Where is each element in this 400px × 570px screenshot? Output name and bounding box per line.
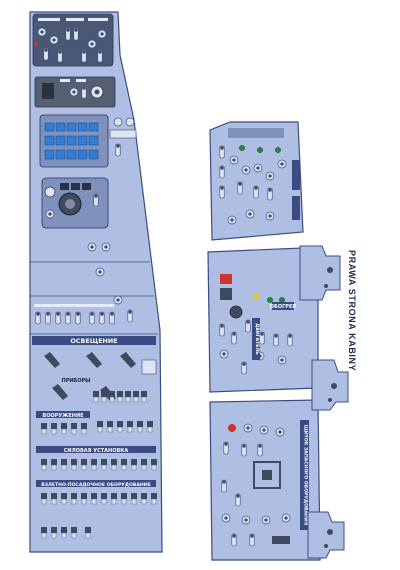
label-shitok: ЩИТОК ЗАПАСНОГО ОБОРУДОВАНИЯ [303,425,309,526]
label-obogrev: ОБОГРЕВ [270,304,297,310]
label-dvigatel: ДВИГАТЕЛЬ [254,323,260,355]
right-panel-bottom: ЩИТОК ЗАПАСНОГО ОБОРУДОВАНИЯ [209,399,321,561]
label-pribory: ПРИБОРЫ [62,378,91,384]
label-obogrev-group: ОБОГРЕВ ДВИГАТЕЛЬ [252,302,296,360]
side-brackets [299,245,349,559]
left-console: ОСВЕЩЕНИЕ ПРИБОРЫ ВООРУЖЕНИЕ СИЛОВАЯ УСТ… [29,11,163,553]
label-vooruzhenie: ВООРУЖЕНИЕ [42,413,84,419]
caption-title: PRAWA STRONA KABINY [347,250,357,372]
right-panel-top [209,121,304,241]
label-vzletno: ВЗЛЕТНО-ПОСАДОЧНОЕ ОБОРУДОВАНИЕ [41,482,150,488]
label-silovaya: СИЛОВАЯ УСТАНОВКА [64,448,129,454]
label-osveschenie: ОСВЕЩЕНИЕ [70,337,117,345]
